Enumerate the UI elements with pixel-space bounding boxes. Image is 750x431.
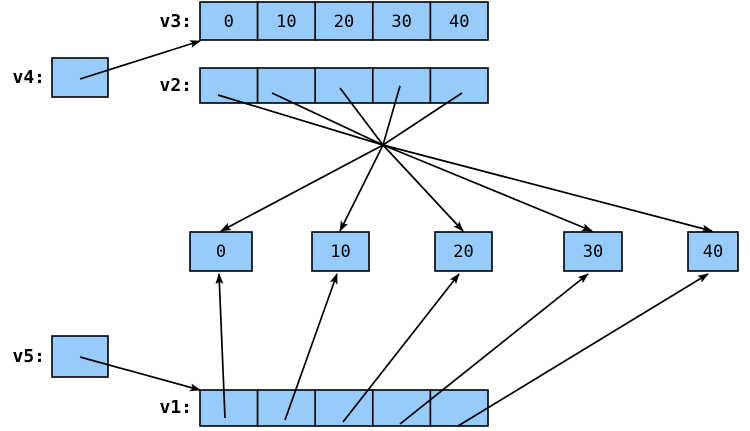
value-box-4-value: 40 [703, 242, 723, 262]
array-v3-cell-4-value: 40 [449, 12, 469, 32]
value-box-4[interactable] [687, 231, 739, 272]
array-v2-cell-3[interactable] [371, 67, 432, 104]
arrow-v1-cell-2-to-value-box-2 [342, 273, 460, 423]
arrow-v1-cell-0-to-value-box-0 [215, 273, 226, 419]
value-box-0-value: 0 [216, 242, 226, 262]
arrow-v4-to-v3 [79, 40, 201, 80]
pointer-box-v4[interactable] [51, 57, 109, 98]
arrow-node-to-value-box-0 [220, 144, 384, 232]
label-v5: v5: [12, 346, 45, 367]
array-v2-cell-0[interactable] [199, 67, 259, 104]
line-v2-cell-0-to-node [217, 94, 384, 146]
v1-to-value-box-arrows [215, 273, 709, 427]
v2-convergence-lines [217, 85, 463, 146]
array-v3-cell-0-value: 0 [224, 12, 234, 32]
array-v3: 0 10 20 30 40 [199, 1, 489, 41]
array-v1-cell-4[interactable] [429, 389, 489, 427]
line-v2-cell-4-to-node [382, 92, 463, 146]
line-v2-cell-1-to-node [271, 92, 384, 146]
pointer-box-v4-rect[interactable] [51, 57, 109, 98]
array-v3-cell-2-value: 20 [334, 12, 354, 32]
arrow-node-to-value-box-1 [339, 144, 384, 232]
value-box-2-value: 20 [453, 242, 473, 262]
label-v1: v1: [159, 397, 192, 418]
arrow-node-to-value-box-4 [382, 144, 713, 233]
value-box-1[interactable] [311, 231, 370, 272]
label-v3: v3: [159, 11, 192, 32]
label-v2: v2: [159, 75, 192, 96]
value-box-1-value: 10 [330, 242, 350, 262]
label-v4: v4: [12, 67, 45, 88]
arrow-node-to-value-box-2 [382, 144, 464, 232]
node-to-value-box-arrows [220, 144, 713, 233]
arrow-v1-cell-4-to-value-box-4 [457, 273, 709, 427]
value-box-3-value: 30 [583, 242, 603, 262]
line-v2-cell-3-to-node [382, 85, 401, 146]
line-v2-cell-2-to-node [339, 87, 384, 146]
arrow-node-to-value-box-3 [382, 144, 593, 232]
value-box-3[interactable] [563, 231, 623, 272]
pointer-box-v5[interactable] [51, 335, 109, 378]
array-v2-cell-1[interactable] [256, 67, 317, 104]
arrow-v5-to-v1 [79, 356, 201, 392]
array-v3-cell-0[interactable] [199, 1, 259, 41]
array-v3-cell-4[interactable] [429, 1, 489, 41]
array-v1-cell-3[interactable] [371, 389, 432, 427]
value-box-2[interactable] [434, 231, 493, 272]
array-v2-cell-4[interactable] [429, 67, 489, 104]
array-v3-cell-1[interactable] [256, 1, 317, 41]
value-boxes-row: 0 10 20 30 40 [189, 231, 739, 272]
array-v2 [199, 67, 489, 104]
array-v3-cell-2[interactable] [314, 1, 374, 41]
value-box-0[interactable] [189, 231, 253, 272]
arrow-v1-cell-1-to-value-box-1 [284, 273, 338, 421]
array-v3-cell-1-value: 10 [276, 12, 296, 32]
array-v1-cell-0[interactable] [199, 389, 259, 427]
array-v1-cell-1[interactable] [256, 389, 317, 427]
pointer-box-v5-rect[interactable] [51, 335, 109, 378]
arrow-v1-cell-3-to-value-box-3 [399, 273, 589, 425]
array-v2-cell-2[interactable] [314, 67, 374, 104]
array-v3-cell-3-value: 30 [391, 12, 411, 32]
